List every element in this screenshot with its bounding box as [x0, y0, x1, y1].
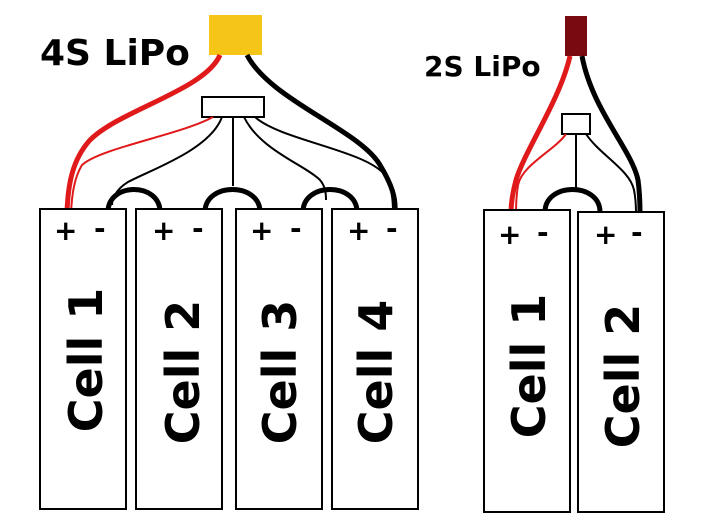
- pack-4s: 4S LiPo + - Cell 1 + - Cell 2: [39, 15, 419, 510]
- cell-label: Cell 1: [59, 288, 113, 433]
- cell-plus: +: [498, 218, 521, 251]
- cell-minus: -: [290, 212, 302, 245]
- cell-plus: +: [54, 214, 77, 247]
- negative-wire-4s: [244, 53, 398, 213]
- pack-2s-title: 2S LiPo: [424, 50, 541, 83]
- cell-minus: -: [192, 212, 204, 245]
- cell-plus: +: [250, 214, 273, 247]
- cell-label: Cell 4: [349, 300, 403, 445]
- series-link-2-3: [202, 187, 263, 213]
- positive-wire-2s: [508, 55, 573, 214]
- cell-plus: +: [594, 218, 617, 251]
- cell-minus: -: [537, 216, 549, 249]
- cell-plus: +: [347, 214, 370, 247]
- cell-4s-1: + - Cell 1: [39, 208, 127, 510]
- positive-wire-4s: [64, 53, 223, 213]
- series-link-1-2: [105, 187, 163, 213]
- pack-2s: 2S LiPo + - Cell 1 + - Cell 2: [424, 16, 665, 513]
- series-link-3-4: [300, 187, 360, 213]
- cell-label: Cell 2: [156, 300, 210, 445]
- cell-2s-2: + - Cell 2: [577, 211, 665, 513]
- balance-lead-red-2s: [515, 133, 567, 214]
- balance-lead-neg-2s: [585, 133, 637, 214]
- balance-lead-4-4s: [254, 116, 394, 213]
- cell-label: Cell 3: [253, 300, 307, 445]
- cell-label: Cell 2: [596, 304, 650, 449]
- negative-wire-2s: [579, 55, 643, 214]
- cell-4s-2: + - Cell 2: [135, 208, 223, 510]
- cell-4s-4: + - Cell 4: [331, 208, 419, 510]
- pack-4s-title: 4S LiPo: [40, 33, 190, 74]
- main-connector-4s: [209, 15, 262, 55]
- cell-4s-3: + - Cell 3: [235, 208, 323, 510]
- cell-minus: -: [386, 212, 398, 245]
- cell-minus: -: [94, 212, 106, 245]
- cell-2s-1: + - Cell 1: [483, 209, 571, 513]
- cell-label: Cell 1: [502, 294, 556, 439]
- series-link-2s: [542, 187, 603, 213]
- balance-lead-3-4s: [243, 116, 327, 201]
- balance-plug-2s: [561, 113, 591, 135]
- balance-lead-red-4s: [70, 116, 214, 213]
- cell-minus: -: [631, 216, 643, 249]
- main-connector-2s: [565, 16, 587, 56]
- cell-plus: +: [152, 214, 175, 247]
- balance-plug-4s: [201, 96, 265, 118]
